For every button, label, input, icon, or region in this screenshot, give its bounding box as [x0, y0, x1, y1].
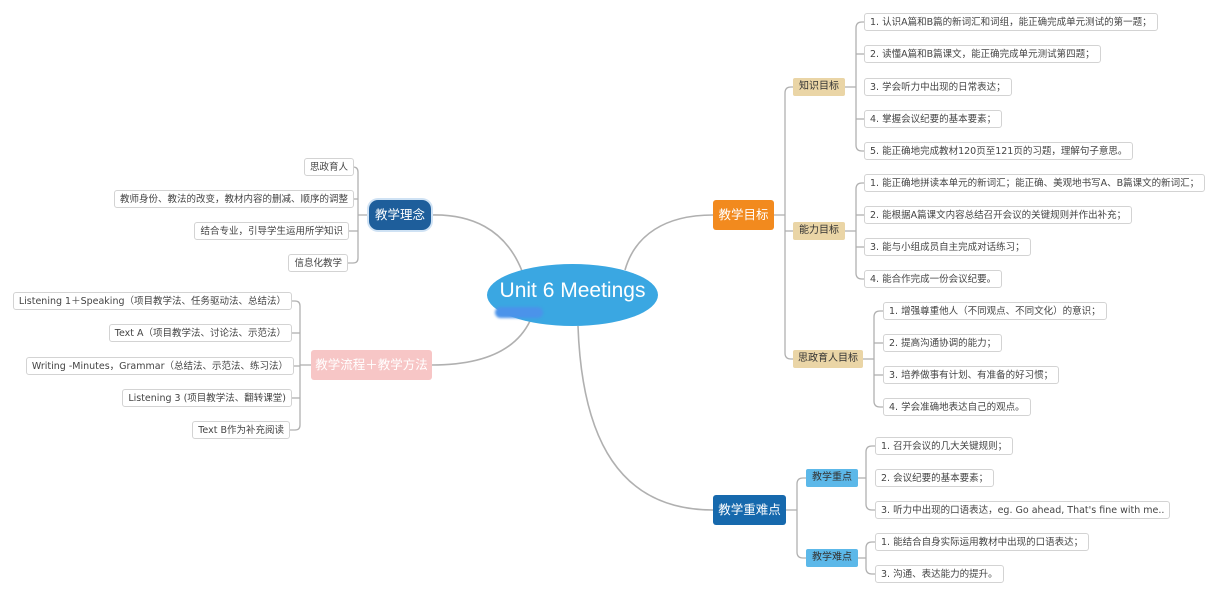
- connector-objectives: [624, 214, 714, 271]
- connector-philosophy-bracket: [348, 166, 359, 264]
- knowledge-goal-3[interactable]: 3. 学会听力中出现的日常表达；: [864, 78, 1012, 96]
- subtopic-knowledge-goals[interactable]: 知识目标: [793, 78, 845, 96]
- difficult-point-1[interactable]: 1. 能结合自身实际运用教材中出现的口语表达；: [875, 533, 1090, 551]
- connector-philosophy: [430, 214, 523, 272]
- ability-goal-3[interactable]: 3. 能与小组成员自主完成对话练习；: [864, 238, 1031, 256]
- connector-key-bracket: [865, 445, 875, 511]
- knowledge-goal-2[interactable]: 2. 读懂A篇和B篇课文，能正确完成单元测试第四题；: [864, 45, 1101, 63]
- process-item-2[interactable]: Text A（项目教学法、讨论法、示范法）: [108, 324, 292, 342]
- key-point-2[interactable]: 2. 会议纪要的基本要素；: [875, 469, 995, 487]
- connector-process: [431, 320, 531, 366]
- subtopic-ideology-goals[interactable]: 思政育人目标: [793, 350, 863, 368]
- topic-process-methods[interactable]: 教学流程＋教学方法: [311, 350, 432, 380]
- ideology-goal-2[interactable]: 2. 提高沟通协调的能力；: [883, 334, 1003, 352]
- topic-philosophy[interactable]: 教学理念: [369, 200, 431, 230]
- subtopic-ability-goals[interactable]: 能力目标: [793, 222, 845, 240]
- ideology-goal-1[interactable]: 1. 增强尊重他人（不同观点、不同文化）的意识；: [883, 302, 1107, 320]
- ideology-goal-3[interactable]: 3. 培养做事有计划、有准备的好习惯；: [883, 366, 1060, 384]
- connector-ability-bracket: [855, 182, 864, 280]
- topic-key-difficult-points[interactable]: 教学重难点: [713, 495, 786, 525]
- key-point-3[interactable]: 3. 听力中出现的口语表达，eg. Go ahead, That's fine …: [875, 501, 1171, 519]
- connector-difficult-bracket: [865, 541, 875, 575]
- knowledge-goal-5[interactable]: 5. 能正确地完成教材120页至121页的习题，理解句子意思。: [864, 142, 1134, 160]
- ideology-goal-4[interactable]: 4. 学会准确地表达自己的观点。: [883, 398, 1031, 416]
- connector-key-difficult-bracket: [796, 477, 806, 559]
- ability-goal-2[interactable]: 2. 能根据A篇课文内容总结召开会议的关键规则并作出补充；: [864, 206, 1133, 224]
- connector-knowledge-bracket: [855, 21, 864, 152]
- difficult-point-2[interactable]: 3. 沟通、表达能力的提升。: [875, 565, 1004, 583]
- topic-objectives[interactable]: 教学目标: [713, 200, 774, 230]
- process-item-1[interactable]: Listening 1＋Speaking（项目教学法、任务驱动法、总结法）: [12, 292, 292, 310]
- philosophy-item-4[interactable]: 信息化教学: [288, 254, 348, 272]
- central-topic-title: Unit 6 Meetings: [499, 279, 646, 302]
- process-item-3[interactable]: Writing -Minutes，Grammar（总结法、示范法、练习法）: [25, 357, 294, 375]
- knowledge-goal-4[interactable]: 4. 掌握会议纪要的基本要素；: [864, 110, 1003, 128]
- ability-goal-1[interactable]: 1. 能正确地拼读本单元的新词汇；能正确、美观地书写A、B篇课文的新词汇；: [864, 174, 1206, 192]
- process-item-5[interactable]: Text B作为补充阅读: [192, 421, 290, 439]
- ability-goal-4[interactable]: 4. 能合作完成一份会议纪要。: [864, 270, 1003, 288]
- subtopic-key-points[interactable]: 教学重点: [806, 469, 858, 487]
- philosophy-item-1[interactable]: 思政育人: [303, 158, 354, 176]
- process-item-4[interactable]: Listening 3 (项目教学法、翻转课堂): [122, 389, 292, 407]
- connector-key-difficult: [577, 325, 714, 511]
- central-topic[interactable]: Unit 6 Meetings: [487, 264, 658, 326]
- subtopic-difficult-points[interactable]: 教学难点: [806, 549, 858, 567]
- philosophy-item-3[interactable]: 结合专业，引导学生运用所学知识: [194, 222, 349, 240]
- redacted-mark: [495, 307, 543, 318]
- connector-group: [290, 21, 883, 575]
- connector-ideology-bracket: [873, 310, 883, 408]
- key-point-1[interactable]: 1. 召开会议的几大关键规则；: [875, 437, 1014, 455]
- philosophy-item-2[interactable]: 教师身份、教法的改变，教材内容的删减、顺序的调整: [113, 190, 354, 208]
- knowledge-goal-1[interactable]: 1. 认识A篇和B篇的新词汇和词组，能正确完成单元测试的第一题；: [864, 13, 1158, 31]
- connector-objectives-bracket: [784, 86, 793, 360]
